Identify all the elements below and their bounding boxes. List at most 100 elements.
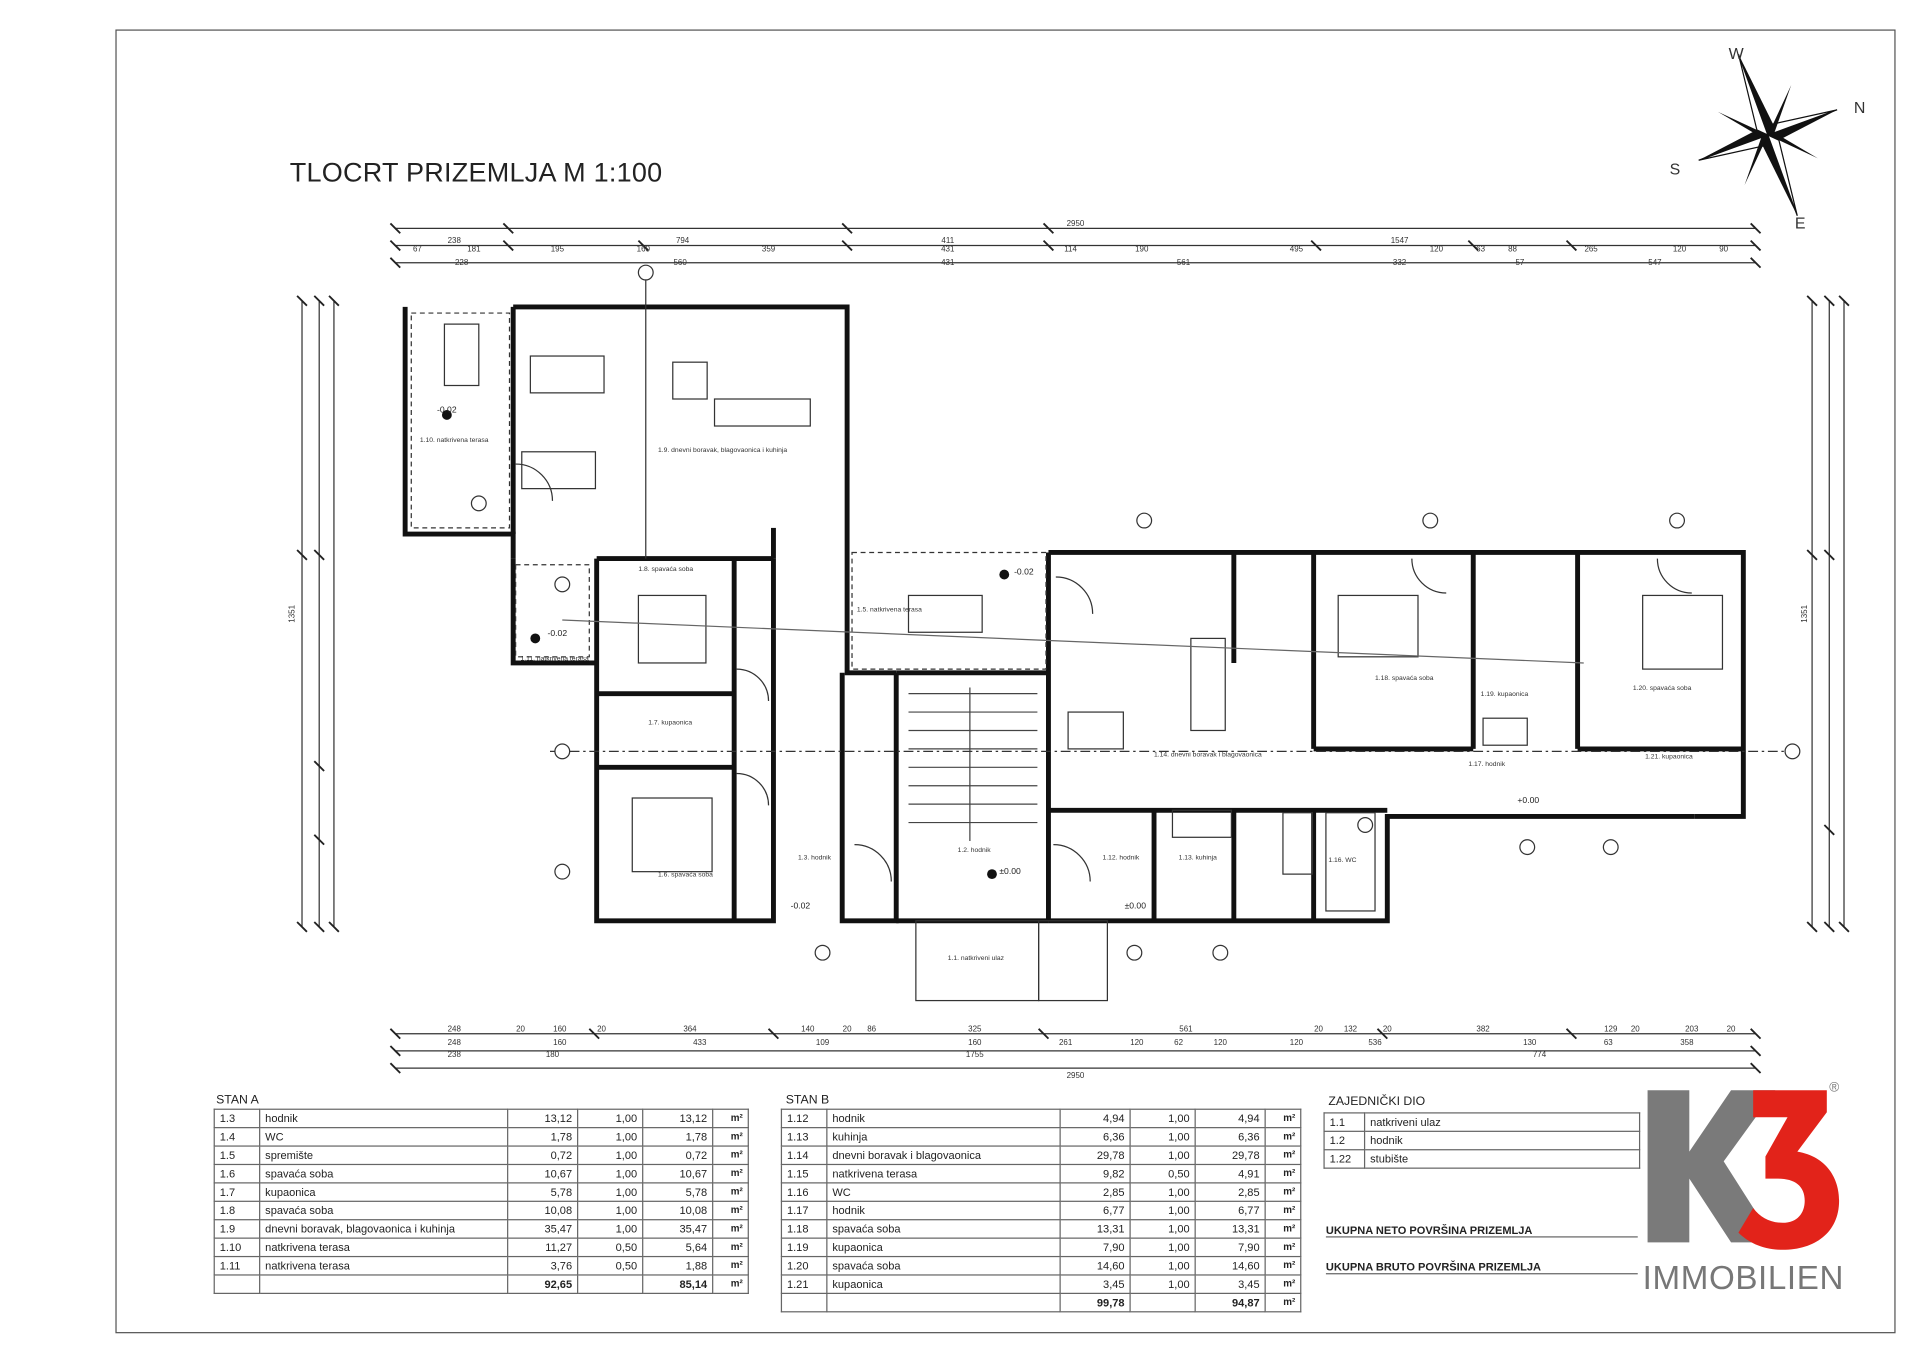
room-name: stubište bbox=[1363, 1149, 1641, 1169]
unit: m² bbox=[712, 1274, 749, 1294]
dim-label: 190 bbox=[1135, 245, 1149, 254]
drawing-title: TLOCRT PRIZEMLJA M 1:100 bbox=[289, 157, 663, 188]
room-label: 1.13. kuhinja bbox=[1179, 854, 1218, 861]
room-label: 1.19. kupaonica bbox=[1481, 691, 1529, 698]
level-label: ±0.00 bbox=[999, 866, 1021, 876]
level-label: -0.02 bbox=[1014, 567, 1034, 577]
net-area: 0,72 bbox=[642, 1145, 714, 1166]
dim-label: 561 bbox=[1177, 258, 1191, 267]
dim-label: 20 bbox=[1727, 1024, 1736, 1033]
room-number: 1.11 bbox=[213, 1255, 261, 1276]
k3-mark-icon bbox=[1647, 1090, 1840, 1250]
room-label: 1.5. natkrivena terasa bbox=[857, 606, 922, 613]
dim-label: 160 bbox=[553, 1038, 567, 1047]
area-value: 2,85 bbox=[1059, 1182, 1131, 1202]
room-name: hodnik bbox=[826, 1108, 1061, 1129]
dim-label: 67 bbox=[413, 245, 422, 254]
dim-label: 359 bbox=[762, 245, 776, 254]
dim-label: 560 bbox=[673, 258, 687, 267]
drawing-frame bbox=[115, 29, 1896, 1334]
room-label: 1.21. kupaonica bbox=[1645, 754, 1693, 761]
coefficient: 0,50 bbox=[577, 1255, 644, 1276]
dim-label: 63 bbox=[1604, 1038, 1613, 1047]
dim-label: 1755 bbox=[966, 1050, 984, 1059]
dim-label: 120 bbox=[1430, 245, 1444, 254]
empty-cell bbox=[577, 1274, 644, 1294]
room-name: natkrivena terasa bbox=[259, 1237, 509, 1258]
room-number: 1.2 bbox=[1323, 1130, 1366, 1151]
dim-label: 433 bbox=[693, 1038, 707, 1047]
area-value: 9,82 bbox=[1059, 1163, 1131, 1184]
dim-label: 160 bbox=[637, 245, 651, 254]
room-label: 1.6. spavaća soba bbox=[658, 872, 713, 879]
unit: m² bbox=[712, 1219, 749, 1239]
level-label: -0.02 bbox=[548, 628, 568, 638]
dim-label: 63 bbox=[1476, 245, 1485, 254]
coefficient: 1,00 bbox=[577, 1182, 644, 1202]
room-label: 1.2. hodnik bbox=[958, 847, 992, 854]
dim-label: 160 bbox=[553, 1024, 567, 1033]
unit: m² bbox=[1264, 1255, 1302, 1276]
dim-label: 180 bbox=[546, 1050, 560, 1059]
dim-label: 140 bbox=[801, 1024, 815, 1033]
level-label: -0.02 bbox=[791, 900, 811, 910]
bruto-area-label: UKUPNA BRUTO POVRŠINA PRIZEMLJA bbox=[1325, 1261, 1638, 1275]
dim-label: 120 bbox=[1214, 1038, 1228, 1047]
net-area: 10,67 bbox=[642, 1163, 714, 1184]
room-number: 1.3 bbox=[213, 1108, 261, 1129]
dim-label: 132 bbox=[1344, 1024, 1358, 1033]
dim-label: 1351 bbox=[1800, 604, 1809, 622]
coefficient: 1,00 bbox=[577, 1219, 644, 1239]
dim-label: 20 bbox=[843, 1024, 852, 1033]
area-value: 1,78 bbox=[507, 1127, 579, 1147]
room-number: 1.13 bbox=[780, 1127, 828, 1147]
room-name: hodnik bbox=[826, 1200, 1061, 1221]
room-number: 1.9 bbox=[213, 1219, 261, 1239]
net-area: 5,78 bbox=[642, 1182, 714, 1202]
room-label: 1.20. spavaća soba bbox=[1633, 685, 1692, 692]
room-number: 1.21 bbox=[780, 1274, 828, 1294]
area-value: 10,67 bbox=[507, 1163, 579, 1184]
net-area: 1,78 bbox=[642, 1127, 714, 1147]
dim-label: 238 bbox=[448, 236, 462, 245]
dim-label: 120 bbox=[1290, 1038, 1304, 1047]
net-area: 1,88 bbox=[642, 1255, 714, 1276]
zajednicki-heading: ZAJEDNIČKI DIO bbox=[1328, 1095, 1426, 1109]
net-area: 35,47 bbox=[642, 1219, 714, 1239]
room-label: 1.14. dnevni boravak i blagovaonica bbox=[1154, 751, 1262, 758]
dim-label: 774 bbox=[1533, 1050, 1547, 1059]
total-net: 94,87 bbox=[1194, 1292, 1266, 1313]
compass-n-label: N bbox=[1854, 100, 1866, 117]
dim-label: 495 bbox=[1290, 245, 1304, 254]
room-name: natkriveni ulaz bbox=[1363, 1112, 1641, 1132]
unit: m² bbox=[1264, 1200, 1302, 1221]
empty-cell bbox=[259, 1274, 509, 1294]
dim-label: 203 bbox=[1685, 1024, 1699, 1033]
coefficient: 1,00 bbox=[1129, 1200, 1196, 1221]
room-number: 1.14 bbox=[780, 1145, 828, 1166]
unit: m² bbox=[712, 1237, 749, 1258]
dim-label: 358 bbox=[1680, 1038, 1694, 1047]
room-name: spavaća soba bbox=[826, 1255, 1061, 1276]
room-number: 1.10 bbox=[213, 1237, 261, 1258]
room-number: 1.15 bbox=[780, 1163, 828, 1184]
unit: m² bbox=[1264, 1274, 1302, 1294]
room-label: 1.8. spavaća soba bbox=[638, 566, 693, 573]
net-area: 14,60 bbox=[1194, 1255, 1266, 1276]
logo-wordmark: IMMOBILIEN bbox=[1642, 1259, 1845, 1297]
room-name: WC bbox=[826, 1182, 1061, 1202]
net-area: 5,64 bbox=[642, 1237, 714, 1258]
dim-label: 382 bbox=[1476, 1024, 1490, 1033]
room-number: 1.7 bbox=[213, 1182, 261, 1202]
room-name: spavaća soba bbox=[826, 1219, 1061, 1239]
room-name: dnevni boravak i blagovaonica bbox=[826, 1145, 1061, 1166]
dim-label: 536 bbox=[1368, 1038, 1382, 1047]
